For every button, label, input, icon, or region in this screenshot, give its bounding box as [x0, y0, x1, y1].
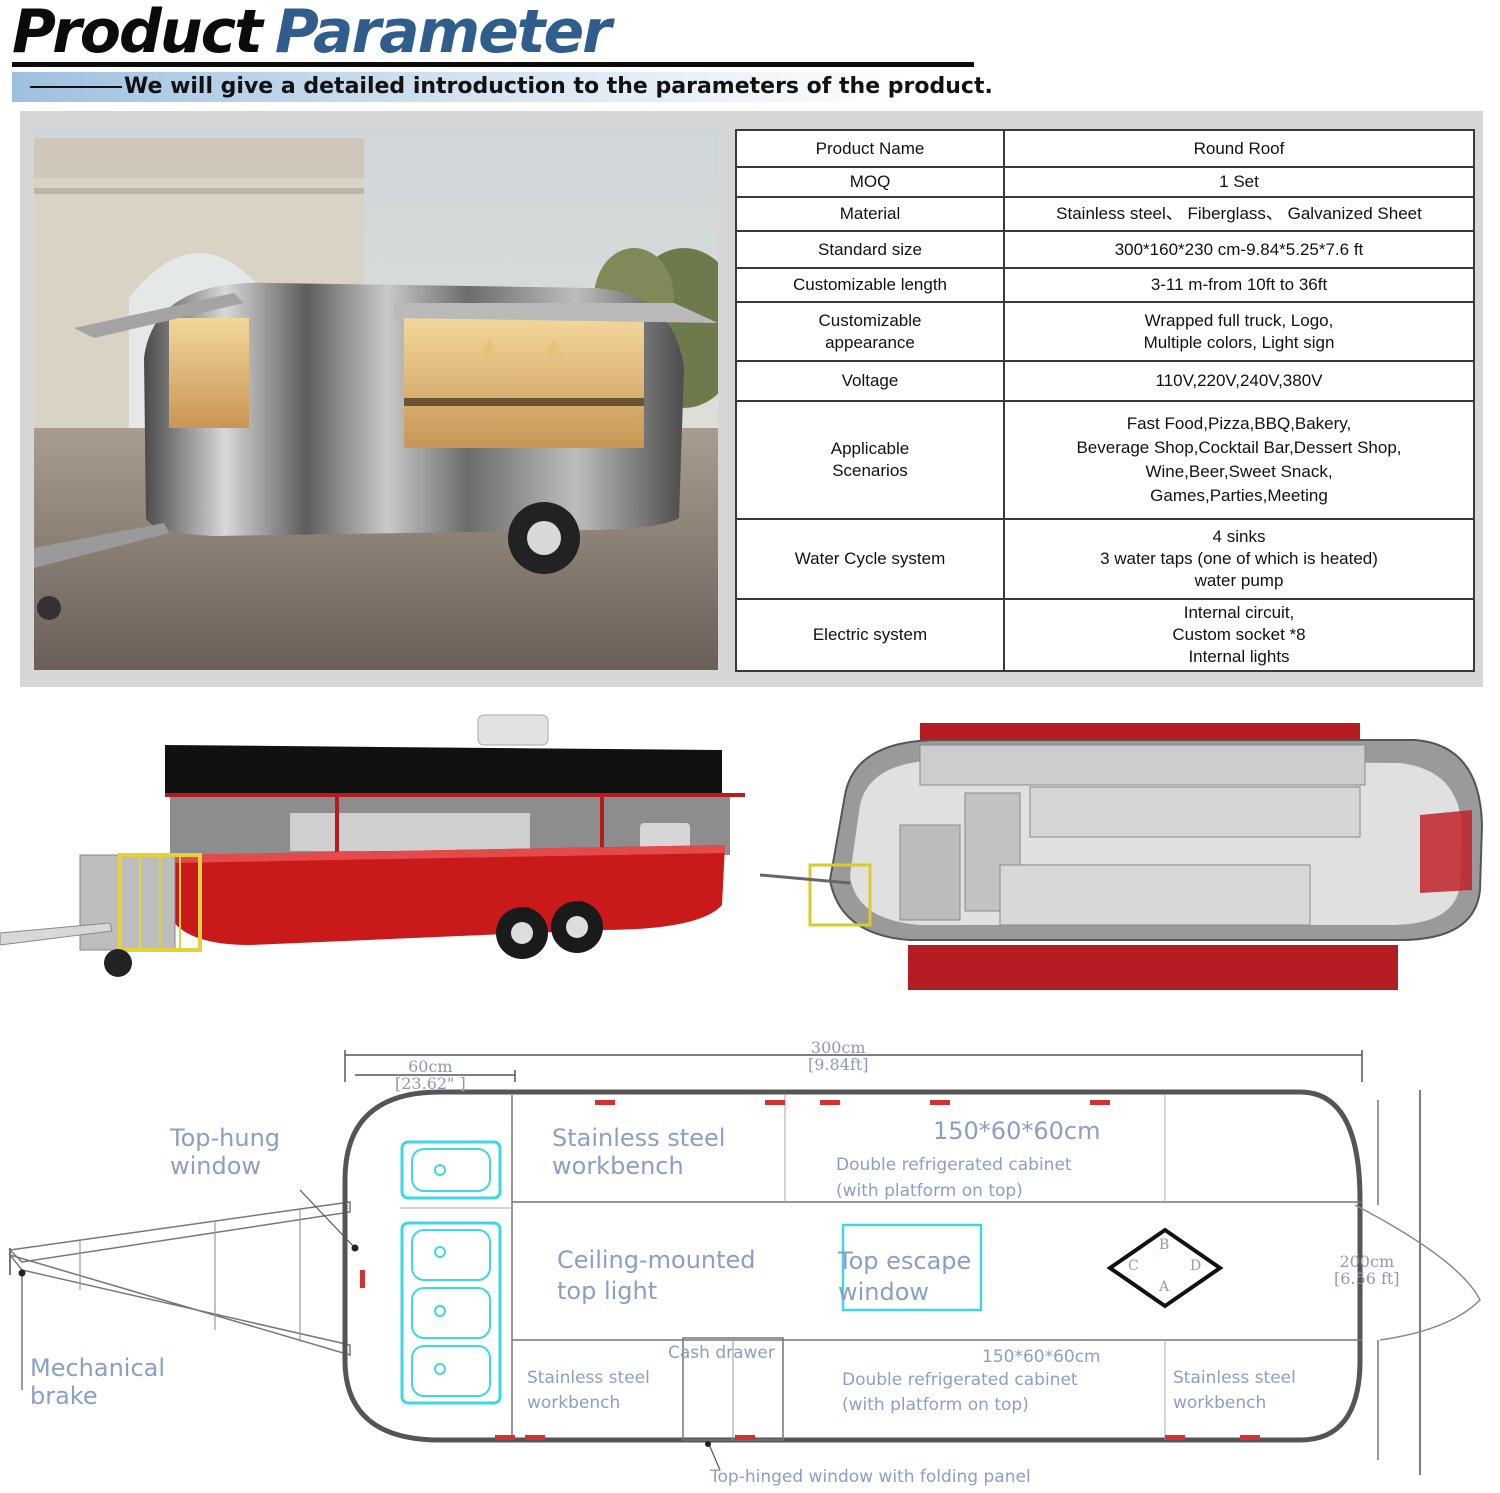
title-underline	[12, 62, 974, 67]
spec-label: Voltage	[735, 360, 1005, 402]
spec-label: Customizable length	[735, 267, 1005, 303]
label-cabinet-top-size: 150*60*60cm	[933, 1117, 1101, 1145]
spec-label: Material	[735, 196, 1005, 232]
label-workbench-top: Stainless steel workbench	[552, 1124, 726, 1180]
spec-label: Applicable Scenarios	[735, 400, 1005, 520]
product-photo	[34, 128, 718, 670]
label-mechanical-brake: Mechanical brake	[30, 1354, 166, 1410]
spec-value: 3-11 m-from 10ft to 36ft	[1003, 267, 1475, 303]
spec-label: Water Cycle system	[735, 518, 1005, 600]
dim-tongue: 60cm [23.62" ]	[395, 1057, 466, 1093]
subtitle-dash	[30, 86, 122, 88]
label-escape-window: Top escape window	[838, 1247, 972, 1306]
title-word-product: Product	[12, 0, 263, 67]
subtitle: We will give a detailed introduction to …	[124, 74, 993, 99]
spec-value: 110V,220V,240V,380V	[1003, 360, 1475, 402]
label-ceiling-light: Ceiling-mounted top light	[557, 1246, 756, 1305]
title-word-parameter: Parameter	[274, 0, 612, 67]
spec-label: Customizable appearance	[735, 301, 1005, 362]
spec-value: Fast Food,Pizza,BBQ,Bakery, Beverage Sho…	[1003, 400, 1475, 520]
compass-c: C	[1128, 1258, 1139, 1274]
label-hinged-window: Top-hinged window with folding panel	[710, 1467, 1031, 1487]
compass-b: B	[1159, 1237, 1170, 1253]
label-top-hung-window: Top-hung window	[170, 1124, 281, 1180]
label-cabinet-top: Double refrigerated cabinet (with platfo…	[836, 1155, 1072, 1201]
interior-topview-render	[759, 715, 1500, 995]
label-workbench-bottom-left: Stainless steel workbench	[527, 1368, 650, 1413]
label-cash-drawer: Cash drawer	[668, 1343, 775, 1363]
dim-width: 200cm [6.56 ft]	[1334, 1252, 1400, 1288]
spec-label: Standard size	[735, 230, 1005, 269]
spec-label: Product Name	[735, 129, 1005, 168]
spec-value: 300*160*230 cm-9.84*5.25*7.6 ft	[1003, 230, 1475, 269]
spec-value: Round Roof	[1003, 129, 1475, 168]
label-cabinet-bottom-size: 150*60*60cm	[982, 1347, 1101, 1367]
spec-value: Internal circuit, Custom socket *8 Inter…	[1003, 598, 1475, 672]
compass-d: D	[1190, 1258, 1202, 1274]
spec-label: MOQ	[735, 166, 1005, 198]
label-cabinet-bottom: Double refrigerated cabinet (with platfo…	[842, 1370, 1078, 1415]
compass-a: A	[1159, 1279, 1170, 1295]
spec-value: 4 sinks 3 water taps (one of which is he…	[1003, 518, 1475, 600]
spec-value: Stainless steel、 Fiberglass、 Galvanized …	[1003, 196, 1475, 232]
spec-value: 1 Set	[1003, 166, 1475, 198]
exterior-render	[0, 705, 750, 995]
label-workbench-bottom-right: Stainless steel workbench	[1173, 1368, 1296, 1413]
spec-label: Electric system	[735, 598, 1005, 672]
dim-total-length: 300cm [9.84ft]	[808, 1038, 869, 1074]
spec-value: Wrapped full truck, Logo, Multiple color…	[1003, 301, 1475, 362]
subtitle-band	[12, 72, 1212, 102]
floor-plan: 300cm [9.84ft] 60cm [23.62" ] 200cm [6.5…	[0, 1030, 1500, 1493]
